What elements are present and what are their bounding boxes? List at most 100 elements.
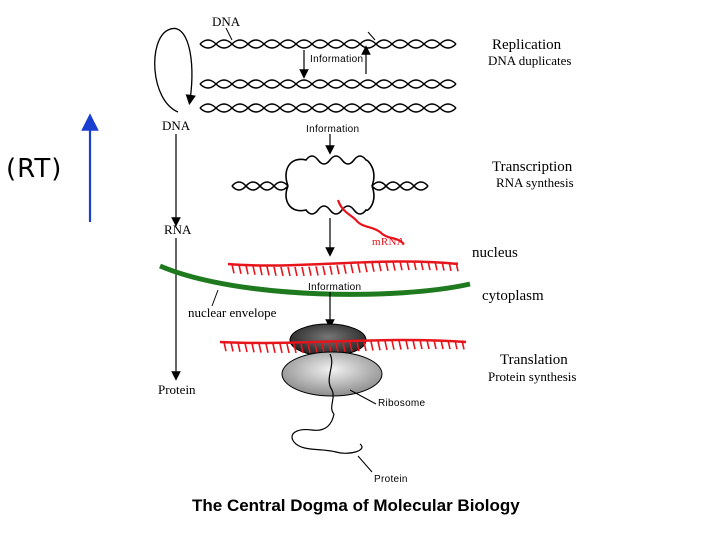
mrna-base [405, 340, 409, 350]
mrna-base [433, 339, 437, 350]
label-information-1: Information [310, 54, 364, 65]
rt-arrow [81, 113, 99, 222]
mrna-cytoplasm [219, 338, 467, 354]
label-information-2: Information [306, 124, 360, 135]
protein-chain [291, 413, 363, 454]
dna-helix-top [199, 39, 457, 113]
mrna-base [385, 261, 389, 272]
label-cytoplasm: cytoplasm [482, 288, 544, 304]
mrna-base [265, 343, 269, 353]
mrna-base [413, 260, 417, 271]
nuclear-envelope [159, 263, 471, 297]
mrna-base [259, 265, 263, 276]
mrna-base [378, 262, 382, 272]
label-mrna: mRNA [372, 236, 405, 248]
mrna-base [237, 342, 241, 352]
mrna-base [406, 260, 410, 271]
mrna-base [454, 340, 458, 350]
dna-transcription-bubble [231, 155, 429, 215]
mrna-base [364, 262, 368, 273]
label-transcription: Transcription [492, 159, 573, 175]
mrna-base [244, 342, 248, 353]
label-nuclear-envelope: nuclear envelope [188, 305, 277, 320]
mrna-base [328, 343, 332, 353]
mrna-base [336, 265, 340, 275]
mrna-base [279, 343, 283, 354]
mrna-base [426, 339, 430, 350]
mrna-base [252, 265, 256, 275]
mrna-base [342, 342, 346, 352]
mrna-base [434, 261, 438, 271]
label-protein-synthesis: Protein synthesis [488, 369, 577, 384]
mrna-base [440, 339, 444, 350]
nascent-mrna-strand [336, 199, 405, 245]
mrna-base [455, 262, 459, 272]
mrna-base [399, 261, 403, 271]
mrna-base [287, 266, 291, 277]
mrna-nucleus [227, 260, 459, 277]
mrna-base [231, 264, 235, 274]
mrna-base [251, 343, 255, 353]
mrna-base [392, 261, 396, 271]
mrna-base [349, 342, 353, 352]
mrna-base [322, 265, 326, 276]
replication-loop-arrow [154, 27, 196, 113]
mrna-base [357, 263, 361, 273]
mrna-base [441, 261, 445, 271]
mrna-base [447, 339, 451, 350]
mrna-base [301, 266, 305, 277]
label-rt: (RT) [6, 154, 63, 184]
mrna-base [258, 343, 262, 353]
mrna-base [461, 340, 465, 350]
label-dna-left: DNA [162, 118, 191, 133]
mrna-base [273, 266, 277, 276]
label-protein-left: Protein [158, 382, 196, 397]
label-replication: Replication [492, 37, 562, 53]
mrna-base [391, 340, 395, 350]
mrna-base [280, 266, 284, 277]
label-dna-top: DNA [212, 14, 241, 29]
label-dna-duplicates: DNA duplicates [488, 53, 572, 68]
mrna-base [308, 266, 312, 276]
mrna-base [335, 342, 339, 353]
mrna-base [412, 340, 416, 350]
label-rna: RNA [164, 222, 192, 237]
mrna-base [315, 266, 319, 276]
diagram-caption: The Central Dogma of Molecular Biology [192, 496, 520, 515]
mrna-base [230, 342, 234, 352]
label-translation: Translation [500, 352, 568, 368]
label-protein-small: Protein [374, 474, 408, 485]
ribosome-large-subunit [281, 351, 383, 397]
label-information-3: Information [308, 282, 362, 293]
mrna-base [245, 265, 249, 275]
mrna-base [370, 341, 374, 351]
mrna-base [384, 340, 388, 351]
mrna-base [238, 264, 242, 274]
mrna-base [398, 340, 402, 350]
mrna-base [272, 343, 276, 354]
label-nucleus: nucleus [472, 245, 518, 261]
mrna-base [419, 339, 423, 350]
mrna-base [300, 343, 304, 354]
mrna-base [294, 266, 298, 277]
mrna-base [448, 261, 452, 272]
mrna-base [371, 262, 375, 272]
mrna-base [307, 343, 311, 354]
mrna-base [427, 260, 431, 271]
mrna-base [314, 343, 318, 353]
mrna-base [377, 341, 381, 351]
mrna-base [286, 343, 290, 354]
mrna-base [420, 260, 424, 271]
mrna-base [293, 343, 297, 354]
mrna-base [223, 342, 227, 352]
mrna-base [266, 266, 270, 276]
label-ribosome: Ribosome [378, 398, 426, 409]
mrna-base [329, 265, 333, 275]
label-rna-synthesis: RNA synthesis [496, 175, 574, 190]
mrna-base [356, 342, 360, 352]
mrna-base [350, 264, 354, 274]
mrna-base [363, 341, 367, 352]
mrna-base [343, 264, 347, 274]
mrna-base [321, 343, 325, 353]
